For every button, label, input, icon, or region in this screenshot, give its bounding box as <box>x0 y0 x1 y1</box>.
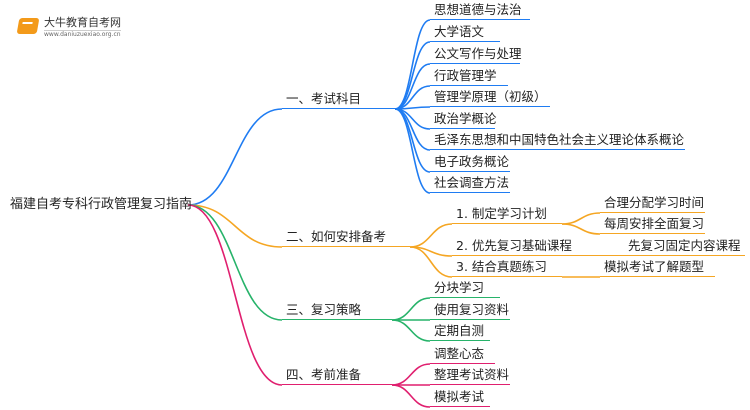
connector <box>561 212 601 225</box>
leaf: 先复习固定内容课程 <box>628 238 741 253</box>
connector <box>394 41 431 110</box>
book-icon <box>16 18 40 34</box>
leaf: 分块学习 <box>430 279 500 298</box>
connector <box>391 363 431 386</box>
leaf: 公文写作与处理 <box>430 45 522 64</box>
leaf: 合理分配学习时间 <box>600 194 705 213</box>
connector <box>394 19 431 110</box>
branch-prep-plan: 二、如何安排备考 <box>282 228 410 247</box>
sub-node: 3. 结合真题练习 <box>452 258 562 277</box>
connector <box>187 204 283 321</box>
leaf: 大学语文 <box>430 23 500 42</box>
leaf: 调整心态 <box>430 345 495 364</box>
root-node: 福建自考专科行政管理复习指南 <box>10 197 193 212</box>
connector <box>391 297 431 321</box>
connector <box>391 384 431 408</box>
leaf: 电子政务概论 <box>430 153 510 172</box>
leaf: 社会调查方法 <box>430 174 510 193</box>
connector <box>187 204 283 386</box>
logo-name: 大牛教育自考网 <box>44 16 121 29</box>
connector <box>187 108 283 206</box>
logo-url: www.daniuzuexiao.org.cn <box>44 30 121 38</box>
sub-node: 2. 优先复习基础课程 <box>452 237 745 256</box>
leaf: 使用复习资料 <box>430 301 510 320</box>
leaf: 行政管理学 <box>430 67 508 86</box>
branch-review-strategy: 三、复习策略 <box>282 301 392 320</box>
leaf: 毛泽东思想和中国特色社会主义理论体系概论 <box>430 131 685 150</box>
connector <box>187 204 283 248</box>
leaf: 管理学原理（初级） <box>430 88 550 107</box>
leaf: 整理考试资料 <box>430 366 510 385</box>
leaf: 模拟考试了解题型 <box>600 258 715 277</box>
connector <box>391 319 431 342</box>
connector <box>394 108 431 194</box>
leaf: 思想道德与法治 <box>430 1 530 20</box>
connector <box>409 223 453 248</box>
connector <box>561 223 601 235</box>
leaf: 模拟考试 <box>430 388 490 407</box>
sub-node: 1. 制定学习计划 <box>452 205 562 224</box>
branch-exam-subjects: 一、考试科目 <box>282 90 395 109</box>
leaf: 政治学概论 <box>430 110 497 129</box>
leaf: 定期自测 <box>430 322 490 341</box>
branch-pre-exam: 四、考前准备 <box>282 366 392 385</box>
connector <box>409 246 453 278</box>
connector <box>394 108 431 151</box>
leaf: 每周安排全面复习 <box>600 215 705 234</box>
